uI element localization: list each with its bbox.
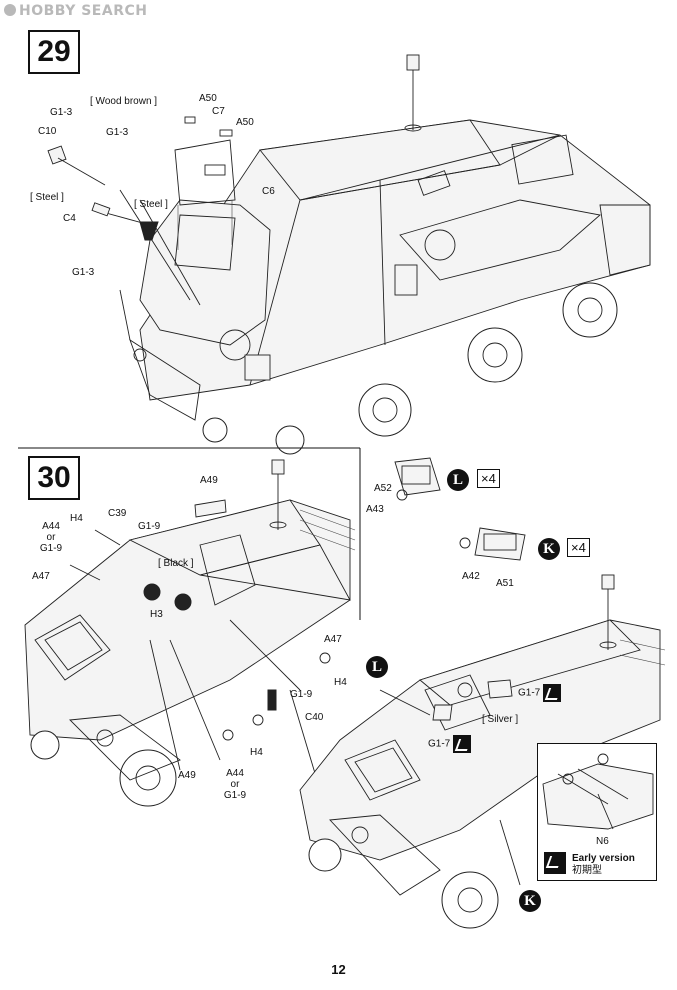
label-h3: H3 [150,609,163,620]
label-g1-7-text: G1-7 [428,738,451,750]
label-g1-7-text: G1-7 [518,687,541,699]
label-g1-9: G1-9 [290,689,313,700]
label-g1-7: G1-7 [518,684,564,702]
subassembly-k-badge: K [519,890,541,912]
label-wood-brown: [ Wood brown ] [90,96,158,107]
label-a44-or-g1-9: A44 or G1-9 [220,768,250,801]
label-a43: A43 [366,504,384,515]
label-line: A44 [42,521,60,532]
subassembly-l-badge: L [366,656,388,678]
label-g1-3: G1-3 [106,127,129,138]
label-c39: C39 [108,508,127,519]
label-a47: A47 [324,634,342,645]
page-number: 12 [331,962,346,977]
subassembly-l-count: ×4 [477,469,500,488]
step-29-number: 29 [28,30,80,74]
label-silver: [ Silver ] [482,714,519,725]
label-c6: C6 [262,186,275,197]
paint-symbol-icon [453,735,472,753]
label-h4: H4 [334,677,347,688]
label-a42: A42 [462,571,480,582]
paint-symbol-icon [544,852,566,874]
watermark: HOBBY SEARCH [4,3,147,19]
label-a47: A47 [32,571,50,582]
label-a44-or-g1-9: A44 or G1-9 [38,521,64,554]
label-line: G1-9 [39,543,63,554]
label-steel: [ Steel ] [30,192,64,203]
step29-vehicle-drawing [47,54,651,455]
step30-vehicle-drawing [24,459,356,807]
label-a49: A49 [178,770,196,781]
subassembly-l-badge: L [447,469,469,491]
watermark-text: HOBBY SEARCH [19,3,148,19]
label-line: G1-9 [223,790,247,801]
inset-line-art [542,753,654,830]
label-a51: A51 [496,578,514,589]
label-c4: C4 [63,213,76,224]
label-black: [ Black ] [158,558,194,569]
label-g1-7: G1-7 [428,735,474,753]
label-c10: C10 [38,126,57,137]
label-h4: H4 [250,747,263,758]
step-30-number: 30 [28,456,80,500]
label-line: or [46,532,56,543]
early-version-inset: N6 Early version 初期型 [537,743,657,881]
early-version-label-jp: 初期型 [572,865,602,876]
subassembly-L-drawing [394,457,441,501]
paint-symbol-icon [543,684,562,702]
label-h4: H4 [70,513,83,524]
label-line: A44 [226,768,244,779]
label-a49: A49 [200,475,218,486]
label-g1-3: G1-3 [72,267,95,278]
label-n6: N6 [596,836,609,847]
label-g1-3: G1-3 [50,107,73,118]
subassembly-k-count: ×4 [567,538,590,557]
label-a52: A52 [374,483,392,494]
label-line: or [230,779,240,790]
hobby-search-logo-icon [4,4,16,16]
right-vehicle-drawing [299,574,666,929]
label-steel: [ Steel ] [134,199,168,210]
subassembly-K-drawing [459,527,526,561]
label-c7: C7 [212,106,225,117]
label-a50: A50 [236,117,254,128]
label-a50: A50 [199,93,217,104]
label-c40: C40 [305,712,324,723]
subassembly-k-badge: K [538,538,560,560]
label-g1-9: G1-9 [138,521,161,532]
early-version-label: Early version [572,853,635,864]
